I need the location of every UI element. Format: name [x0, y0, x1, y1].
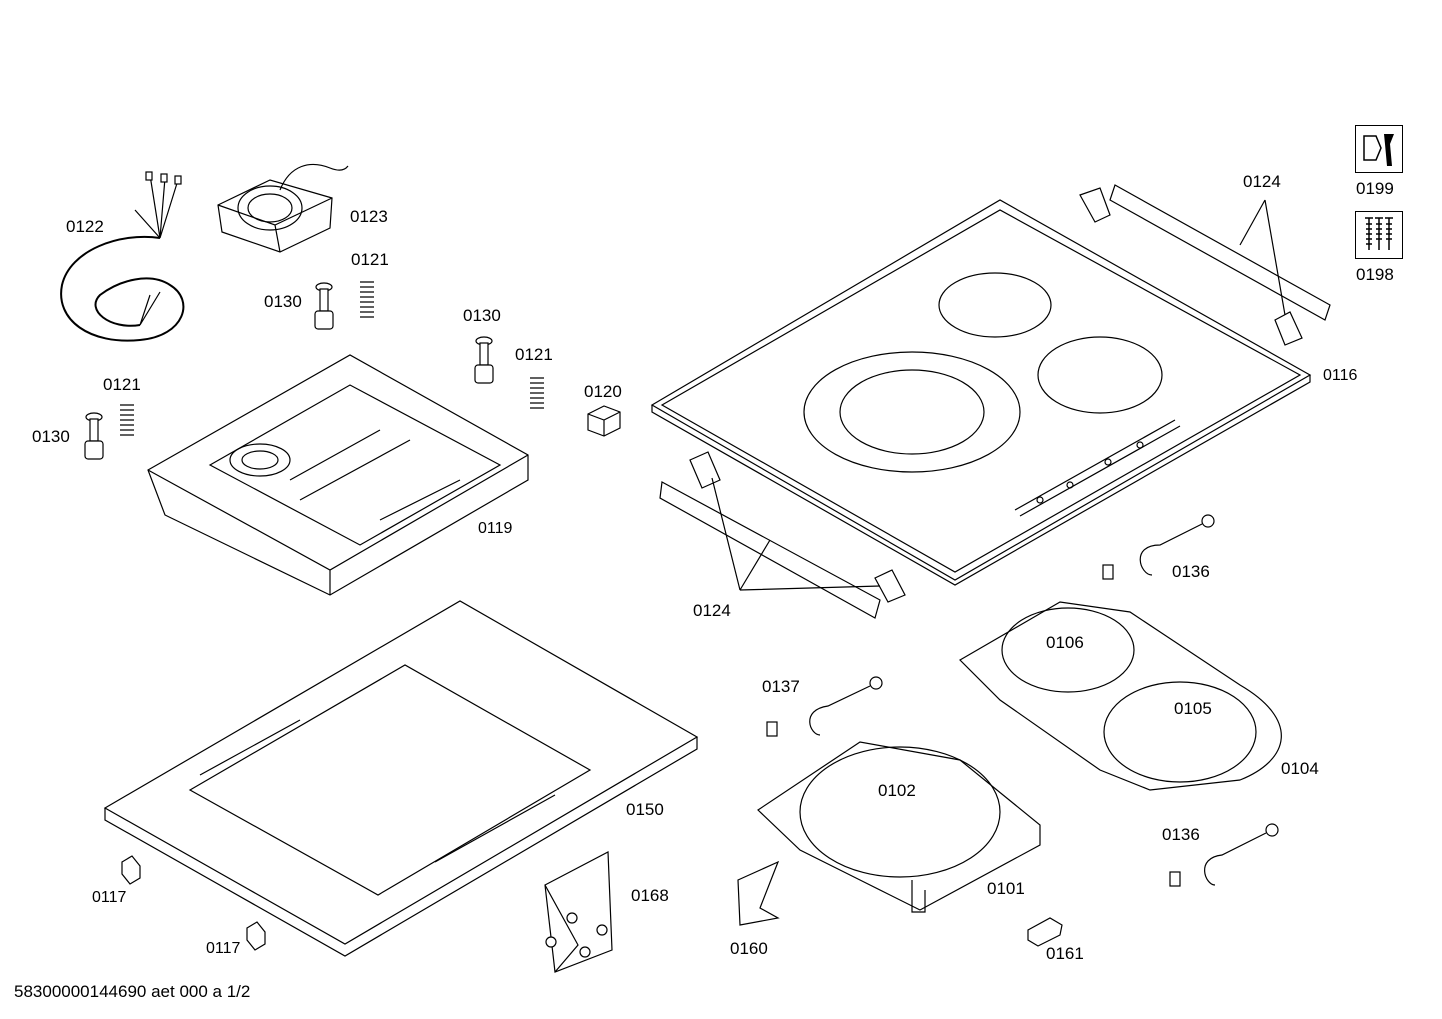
coil-plate-0102	[757, 741, 1041, 911]
label-0198: 0198	[1356, 265, 1394, 284]
label-0117-a: 0117	[92, 889, 127, 906]
wrench-icon	[1355, 125, 1403, 173]
bracket-0124-top	[1079, 184, 1331, 346]
label-0121-b: 0121	[515, 345, 553, 364]
coil-carrier-0104	[959, 601, 1282, 791]
label-0119: 0119	[478, 520, 513, 537]
sensor-0136-a	[1102, 514, 1215, 580]
label-0106: 0106	[1046, 633, 1084, 652]
label-0161: 0161	[1046, 944, 1084, 963]
label-0116: 0116	[1323, 367, 1358, 384]
spring-0121-a	[360, 281, 374, 318]
foot-0130-c	[84, 412, 104, 460]
base-frame-0150	[103, 600, 699, 957]
label-0199: 0199	[1356, 179, 1394, 198]
label-0124-top: 0124	[1243, 172, 1281, 191]
label-0120: 0120	[584, 382, 622, 401]
label-0130-c: 0130	[32, 427, 70, 446]
label-0102: 0102	[878, 781, 916, 800]
screws-bag-0168	[544, 851, 613, 973]
label-0122: 0122	[66, 217, 104, 236]
label-0150: 0150	[626, 800, 664, 819]
spring-0121-b	[530, 377, 544, 409]
spring-0121-c	[120, 404, 134, 436]
sensor-0136-b	[1169, 823, 1279, 887]
screws-icon	[1355, 211, 1403, 259]
label-0130-a: 0130	[264, 292, 302, 311]
label-0136-b: 0136	[1162, 825, 1200, 844]
label-0130-b: 0130	[463, 306, 501, 325]
clip-0117-b	[246, 921, 266, 951]
coil-frame-0101	[911, 880, 926, 913]
label-0117-b: 0117	[206, 940, 241, 957]
label-0168: 0168	[631, 886, 669, 905]
bracket-0124-bottom	[659, 451, 906, 619]
clip-0117-a	[121, 855, 141, 885]
label-0121-c: 0121	[103, 375, 141, 394]
part-0161	[1027, 917, 1063, 947]
label-0123: 0123	[350, 207, 388, 226]
drawing-reference-footer: 58300000144690 aet 000 a 1/2	[14, 982, 251, 1001]
shield-0160	[737, 860, 780, 926]
label-0124-bottom: 0124	[693, 601, 731, 620]
label-0101: 0101	[987, 879, 1025, 898]
label-0136-a: 0136	[1172, 562, 1210, 581]
cable-harness-0122	[60, 171, 185, 342]
sensor-0137	[766, 676, 883, 737]
foot-0130-b	[474, 336, 494, 384]
label-0105: 0105	[1174, 699, 1212, 718]
label-0137: 0137	[762, 677, 800, 696]
foot-0130-a	[314, 282, 334, 330]
glass-cooktop-0116	[650, 199, 1312, 586]
housing-tray-0119	[147, 354, 529, 596]
connector-0120	[587, 405, 621, 437]
label-0160: 0160	[730, 939, 768, 958]
label-0104: 0104	[1281, 759, 1319, 778]
fan-0123	[217, 163, 349, 253]
label-0121-a: 0121	[351, 250, 389, 269]
